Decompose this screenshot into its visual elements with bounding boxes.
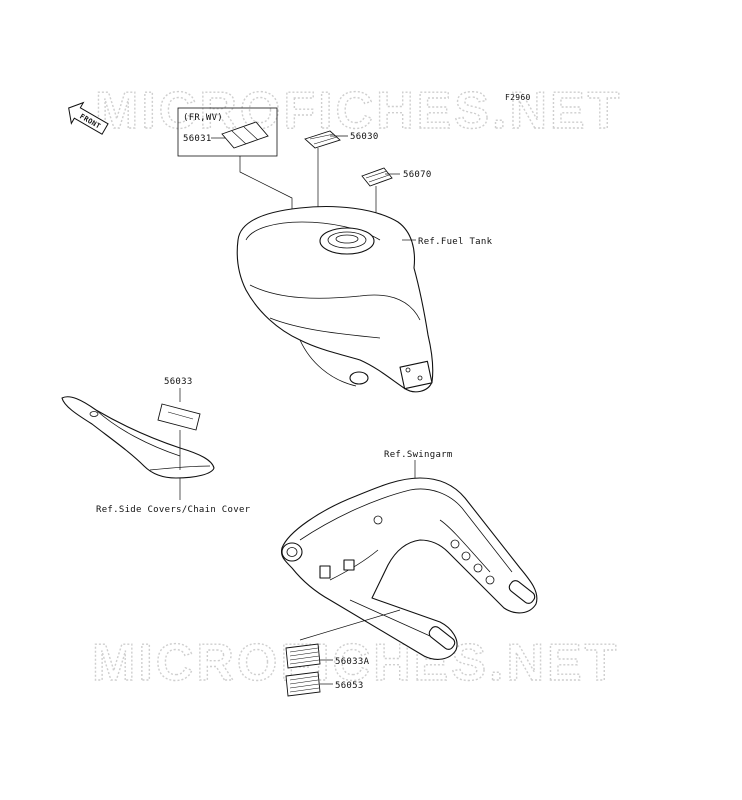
watermark-top: MICROFICHES.NET bbox=[95, 82, 622, 140]
ref-swingarm: Ref.Swingarm bbox=[384, 450, 453, 460]
diagram-code: F2960 bbox=[505, 93, 531, 102]
group-box bbox=[177, 107, 278, 157]
part-56033-label: 56033 bbox=[164, 377, 193, 387]
swingarm-pivot bbox=[281, 542, 303, 562]
part-56070-label: 56070 bbox=[403, 170, 432, 180]
decal-56030 bbox=[304, 130, 341, 149]
fuel-tank bbox=[236, 206, 434, 393]
decal-56031 bbox=[221, 121, 269, 149]
decal-56033 bbox=[157, 403, 201, 431]
decal-56070 bbox=[361, 167, 393, 187]
part-56030-label: 56030 bbox=[350, 132, 379, 142]
part-56031-label: 56031 bbox=[183, 134, 212, 144]
ref-fuel-tank: Ref.Fuel Tank bbox=[418, 237, 493, 247]
part-56033A-label: 56033A bbox=[335, 657, 370, 667]
part-56053-label: 56053 bbox=[335, 681, 364, 691]
axle-slot-right bbox=[508, 580, 536, 604]
group-label: (FR,WV) bbox=[183, 113, 223, 123]
side-cover bbox=[61, 396, 215, 479]
swingarm bbox=[280, 477, 538, 660]
ref-side-covers: Ref.Side Covers/Chain Cover bbox=[96, 505, 251, 515]
decal-56033A bbox=[285, 643, 321, 669]
decal-56053 bbox=[285, 671, 321, 697]
axle-slot-left bbox=[428, 626, 456, 650]
watermark-bottom: MICROFICHES.NET bbox=[92, 634, 619, 692]
